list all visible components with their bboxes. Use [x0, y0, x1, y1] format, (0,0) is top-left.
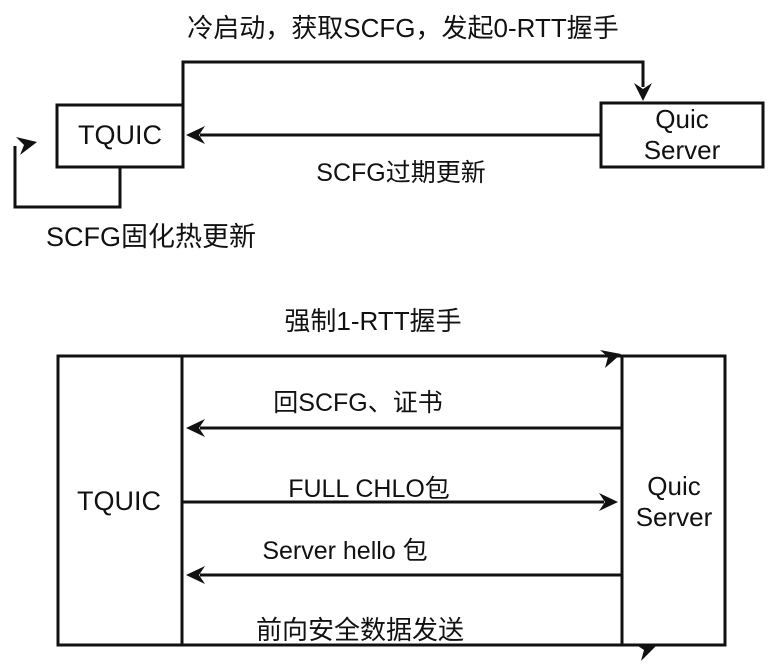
- forced-1rtt-server-label: Quic Server: [636, 471, 713, 533]
- initial-request-arrowhead-icon: [600, 350, 621, 368]
- scfg-expire-label: SCFG过期更新: [316, 159, 486, 187]
- message-label-full-chlo: FULL CHLO包: [288, 475, 450, 503]
- scfg-cert-arrowhead-icon: [186, 419, 205, 437]
- cold-start-client-label: TQUIC: [78, 120, 162, 150]
- forced-1rtt-client-label: TQUIC: [77, 486, 161, 516]
- scfg-hot-update-label: SCFG固化热更新: [45, 222, 257, 252]
- forced-1rtt-outer-box: [56, 354, 727, 647]
- full-chlo-arrowhead-icon: [599, 493, 618, 511]
- scfg-hot-update-arrowhead-icon: [16, 137, 37, 155]
- forced-1rtt-server-label-line2: Server: [635, 502, 713, 532]
- cold-start-title: 冷启动，获取SCFG，发起0-RTT握手: [187, 13, 619, 43]
- server-hello-arrowhead-icon: [186, 566, 205, 584]
- message-label-forward-secure-data: 前向安全数据发送: [255, 615, 465, 645]
- forced-1rtt-server-label-line1: Quic: [647, 471, 701, 501]
- zero-rtt-handshake-arrow-line: [181, 60, 645, 105]
- message-label-server-hello: Server hello 包: [262, 537, 428, 565]
- forced-1rtt-title: 强制1-RTT握手: [284, 306, 462, 336]
- cold-start-server-label-line1: Quic: [655, 104, 709, 134]
- cold-start-server-label-line2: Server: [643, 135, 721, 165]
- message-label-scfg-cert: 回SCFG、证书: [273, 389, 443, 417]
- forward-secure-arrowhead-icon: [635, 644, 656, 661]
- cold-start-server-label: Quic Server: [644, 104, 721, 166]
- scfg-expire-arrowhead-icon: [186, 126, 205, 144]
- scfg-hot-update-loop-line: [13, 146, 122, 209]
- zero-rtt-arrowhead-icon: [634, 83, 652, 101]
